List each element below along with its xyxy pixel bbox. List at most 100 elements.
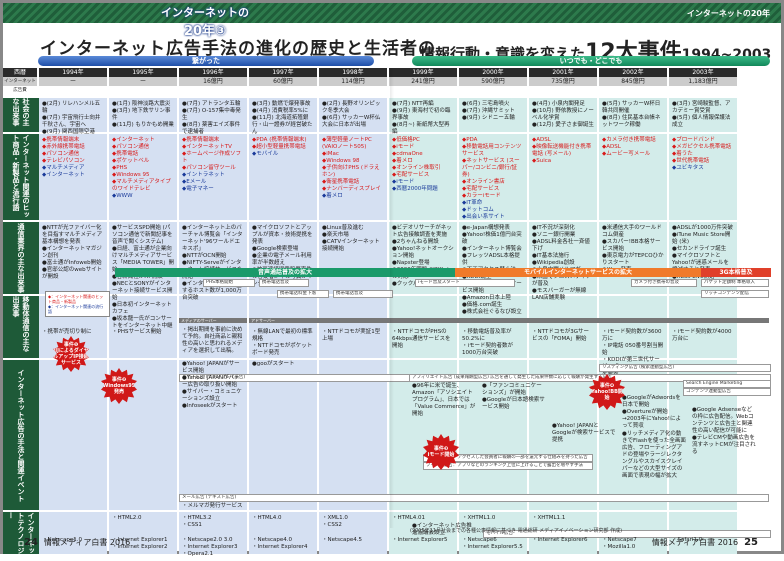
- list-item: ●IT不況が深刻化: [532, 225, 575, 231]
- ad-events-1996: ●Yahoo! JAPANがサービス開始●Yahoo! JAPANがバナー広告の…: [179, 358, 247, 413]
- ad-events-2002: ●GoogleがAdwordsを日本で開始●Overtureが開始→2003年に…: [619, 392, 689, 433]
- list-item: ・IP電話 050番号割当開始: [602, 343, 664, 356]
- list-item: ・Netscape1.0: [42, 537, 83, 543]
- row-cell: [669, 134, 737, 220]
- list-item: ◆IT革命: [462, 200, 483, 206]
- list-item: ●株式会社ぐるなび設立: [462, 309, 522, 315]
- book-title-right: 情報メディア白書 2016: [651, 538, 739, 547]
- hit-products: ◆PDA (携帯情報端末)◆超小型軽量携帯電話◆モバイル: [249, 134, 317, 161]
- list-item: ●米通信大手のワールドコム倒産: [602, 225, 662, 238]
- list-item: ・携帯が売切り制に: [42, 329, 92, 335]
- list-item: ●坂本龍一氏がコンサートをインターネット中継: [112, 316, 173, 329]
- tech-markup: ・HTML2.0: [109, 512, 177, 525]
- market-value: ー: [109, 77, 177, 86]
- list-item: ●スカパー!BB本格サービス開始: [602, 239, 661, 252]
- 3g-bar: 3G本格普及: [701, 268, 771, 277]
- market-value: 1,183億円: [669, 77, 737, 86]
- mobile-events: ・iモード契約数が4000万台に: [669, 326, 737, 346]
- list-item: ●(9月) 関西国際空港: [42, 129, 95, 135]
- list-item: ●(2月) リレハンメル五輪: [42, 101, 101, 114]
- tech-browser: ・Internet Explorer5: [389, 534, 457, 547]
- list-item: ◆カラーiモード: [462, 193, 501, 199]
- row-cell: [599, 98, 667, 132]
- year-header: 2002年: [599, 68, 667, 77]
- list-item: ◆Suica: [532, 158, 552, 164]
- list-item: ●Googleが日本語検索サービス開始: [482, 397, 545, 410]
- ad-events-1997: ●gooがスタート: [249, 358, 317, 371]
- comm-events: ●インターネット上のバーチャル博覧会「インターネット'96ワールドエキスポ」●N…: [179, 222, 247, 305]
- list-item: ・Internet Explorer6: [532, 537, 588, 543]
- mobile-note-box: 携帯電話普及: [259, 279, 309, 287]
- row-cell: [249, 512, 317, 554]
- list-item: ◆パソコン通信: [112, 144, 150, 150]
- list-item: ●官邸公認のwebサイトが開設: [42, 267, 103, 280]
- burst-head: 事件❸: [433, 446, 449, 452]
- hit-products: ◆ADSL◆映像転送機能付き携帯電話 (写メール)◆Suica: [529, 134, 597, 168]
- voice-bar: 音声通話普及の拡大: [115, 268, 455, 277]
- series-label: インターネットの20年: [686, 9, 770, 18]
- list-item: ●Wikipedia創設: [532, 260, 575, 266]
- year-header: 1997年: [249, 68, 317, 77]
- year-header: 1995年: [109, 68, 177, 77]
- row-cell: [319, 296, 387, 358]
- tech-browser: ・Netscape4.5: [319, 534, 387, 547]
- list-item: ・HTML4.01: [392, 515, 426, 521]
- list-item: ●(3月) 地下鉄サリン事件: [112, 108, 171, 121]
- comm-events: ●IT不況が深刻化●ソニー銀行開業●ADSL料金各社一斉値下げ●IT基本法施行●…: [529, 222, 597, 305]
- row-cell: [39, 98, 107, 132]
- row-cell: [529, 98, 597, 132]
- list-item: ●モスバーガーが無線LAN店舗実験: [532, 288, 587, 301]
- list-item: ・移動電話普及率が50.2%に: [462, 329, 512, 342]
- list-item: ・Internet Explorer2: [112, 544, 168, 550]
- row-cell: [389, 360, 457, 510]
- content-ad-band: コンテンツ連動型広告: [683, 388, 771, 396]
- list-item: ◆オンライン書店: [462, 179, 505, 185]
- tech-markup: [599, 512, 667, 518]
- list-item: ●Google検索登場: [252, 246, 299, 252]
- list-item: ●iTune Music Store開始 (米): [672, 232, 731, 245]
- mobile-events: ・PHSサービス開始: [109, 326, 177, 339]
- list-item: ◆携帯情報端末: [182, 137, 220, 143]
- social-events: ●(4月) 小泉内閣発足●(10月) 野依教授にノーベル化学賞●(12月) 愛子…: [529, 98, 597, 132]
- list-item: ・Mozilla1.0: [602, 544, 636, 550]
- tech-browser: ・Netscape6・Internet Explorer5.5: [459, 534, 527, 554]
- market-label: インターネット広告費: [3, 77, 37, 93]
- social-events: ●(3月) 宮崎駿監督、アカデミー賞受賞●(5月) 個人情報保護法成立: [669, 98, 737, 132]
- list-item: ◆低価格PC: [392, 137, 420, 143]
- row-cell: [39, 222, 107, 294]
- mobile-events: ・NTTドコモが3Gサービスの「FOMA」開始: [529, 326, 597, 346]
- list-item: ●(4月) 消費税率5%に: [252, 108, 309, 114]
- row-cell: [249, 296, 317, 358]
- tech-browser: ・Internet Explorer1・Internet Explorer2: [109, 534, 177, 554]
- list-item: ◆移動電話用コンテンツサービス: [462, 144, 522, 157]
- list-item: ●NECとSONYがインターネット接続サービス開始: [112, 281, 173, 301]
- hit-products: ◆カメラ付き携帯電話◆ADSL◆ムービー写メール: [599, 134, 667, 161]
- list-item: ●サイバー・コミュニケーションズ設立: [182, 389, 242, 402]
- list-item: ●東京電力がTEPCOひかりスタート: [602, 253, 664, 266]
- ad-events-1999b: ●インターネット広告推進協議会設立: [409, 520, 479, 540]
- list-item: ◆iMac: [322, 151, 339, 157]
- mobile-note-box: 携帯電話普及: [333, 290, 393, 298]
- list-item: ◆iモード: [392, 179, 415, 185]
- social-events: ●(7月) NTT再編●(9月) 東海村で初の臨界事故●(8月~) 新紙幣大型再…: [389, 98, 457, 139]
- list-item: ●Yahoo!株価1億円台突破: [462, 232, 522, 245]
- comm-events: ●NTTが光ファイバー化を目指すマルチメディア基本構想を発表●インターネットマガ…: [39, 222, 107, 284]
- market-value: 241億円: [389, 77, 457, 86]
- list-item: ●楽天市場: [322, 232, 349, 238]
- list-item: ◆PDA: [462, 137, 478, 143]
- list-item: ・iモード契約数が4000万台に: [672, 329, 732, 342]
- list-item: ●Amazon日本上陸: [462, 295, 512, 301]
- market-value: 60億円: [249, 77, 317, 86]
- list-item: ●Overtureが開始→2003年にYahoo!によって買収: [622, 409, 681, 429]
- comm-events: ●サービスSPD開始 (パソコン通信で新聞記事を音声で聞くシステム)●日経、富士…: [109, 222, 177, 333]
- list-item: ●Yahoo! JAPANとGoogleが検索サービスで提携: [552, 423, 616, 443]
- list-item: ・NTTドコモがPHSの64kbps通信サービスを開始: [392, 329, 451, 349]
- listing-band: リスティング広告 (検索連動型広告): [599, 364, 771, 372]
- tech-markup: ・XHTML1.0: [459, 512, 527, 525]
- list-item: ・PHSサービス開始: [112, 329, 162, 335]
- era-pill-right: いつでも・どこでも: [412, 56, 770, 66]
- row-cell: [179, 360, 247, 510]
- row-cell: [529, 296, 597, 358]
- list-item: ●(8月~) 新紙幣大型再編: [392, 122, 450, 135]
